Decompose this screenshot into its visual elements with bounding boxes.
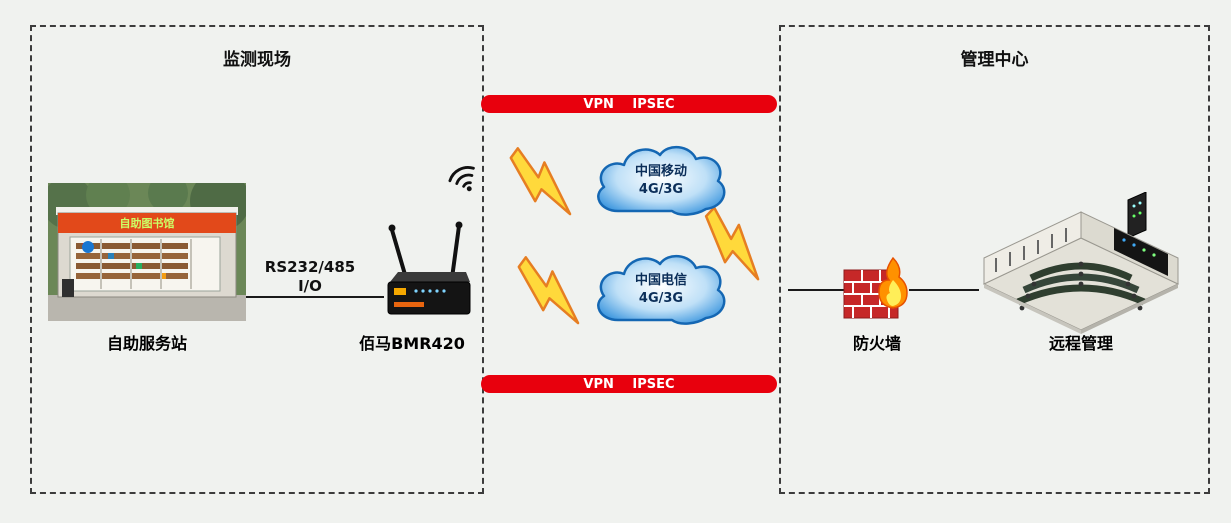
building-link-line xyxy=(909,289,979,291)
service-station-icon: 自助图书馆 xyxy=(42,171,250,321)
lightning-bolt-right-icon xyxy=(688,203,780,286)
router-icon xyxy=(387,221,471,315)
cloud-tech: 4G/3G xyxy=(638,291,684,307)
firewall-device xyxy=(843,256,911,320)
management-room-icon xyxy=(982,191,1180,334)
service-station-photo: 自助图书馆 xyxy=(42,171,250,321)
cloud-icon xyxy=(597,146,726,216)
cloud-icon xyxy=(597,255,726,325)
china-telecom-cloud: 中国电信 4G/3G xyxy=(588,250,734,334)
vpn-ipsec-bar-top: VPN IPSEC xyxy=(481,95,777,113)
firewall-icon xyxy=(843,256,908,319)
firewall-link-line xyxy=(788,289,846,291)
wifi-signal-icon xyxy=(437,151,488,202)
lightning-bolt-top-icon xyxy=(495,144,588,221)
cloud-name: 中国移动 xyxy=(634,164,687,179)
router-label: 佰马BMR420 xyxy=(359,334,465,353)
management-room xyxy=(976,191,1186,334)
serial-link-label-1: RS232/485 xyxy=(264,258,356,276)
zone-title-management: 管理中心 xyxy=(960,50,1029,70)
cloud-name: 中国电信 xyxy=(634,273,687,288)
lightning-bolt-middle-icon xyxy=(503,253,596,330)
vpn-ipsec-bar-bottom: VPN IPSEC xyxy=(481,375,777,393)
vpn-ipsec-label-top: VPN IPSEC xyxy=(583,96,675,112)
management-label: 远程管理 xyxy=(1048,334,1113,353)
firewall-label: 防火墙 xyxy=(852,334,901,353)
vpn-ipsec-label-bottom: VPN IPSEC xyxy=(583,376,675,392)
china-mobile-cloud: 中国移动 4G/3G xyxy=(588,141,734,225)
monitoring-site-zone: 监测现场 xyxy=(30,25,484,494)
station-banner-text: 自助图书馆 xyxy=(120,216,175,230)
serial-link-label-2: I/O xyxy=(298,277,322,295)
cloud-tech: 4G/3G xyxy=(638,182,684,198)
serial-link-line xyxy=(246,296,384,298)
flame-icon xyxy=(878,256,908,309)
zone-title-monitoring: 监测现场 xyxy=(223,50,291,70)
router-device xyxy=(382,220,474,322)
station-label: 自助服务站 xyxy=(106,334,187,353)
management-center-zone: 管理中心 xyxy=(779,25,1210,494)
